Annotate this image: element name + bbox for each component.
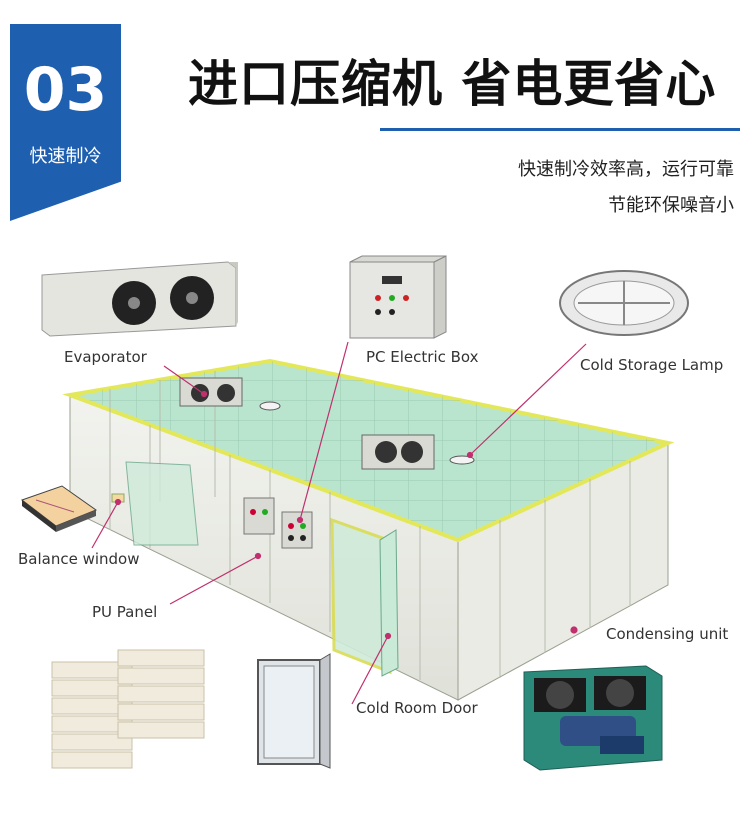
section-badge: 03 快速制冷 bbox=[10, 24, 121, 221]
headline: 进口压缩机 省电更省心 bbox=[188, 55, 717, 113]
headline-underline bbox=[380, 128, 740, 131]
door-picture bbox=[257, 653, 331, 769]
label-lamp: Cold Storage Lamp bbox=[580, 356, 723, 374]
label-balance-window: Balance window bbox=[18, 550, 140, 568]
lamp-picture bbox=[559, 270, 689, 336]
section-number: 03 bbox=[23, 55, 108, 125]
roof-evaporator-1 bbox=[179, 377, 243, 407]
leader-lines bbox=[91, 341, 587, 705]
section-subtitle: 快速制冷 bbox=[29, 146, 102, 167]
pu-panel-picture bbox=[51, 649, 205, 769]
description-line-2: 节能环保噪音小 bbox=[608, 195, 734, 216]
strip-door bbox=[125, 461, 199, 546]
condensing-unit-picture bbox=[523, 665, 663, 771]
wall-control-box-2 bbox=[281, 511, 313, 549]
evaporator-picture bbox=[41, 261, 238, 337]
description-line-1: 快速制冷效率高，运行可靠 bbox=[518, 159, 734, 180]
label-evaporator: Evaporator bbox=[64, 348, 148, 366]
balance-window-picture bbox=[20, 485, 98, 532]
label-pu-panel: PU Panel bbox=[92, 603, 157, 621]
label-condensing-unit: Condensing unit bbox=[606, 625, 728, 643]
label-electric-box: PC Electric Box bbox=[366, 348, 479, 366]
wall-control-box-1 bbox=[243, 497, 275, 535]
electric-box-picture bbox=[349, 255, 447, 339]
roof-evaporator-2 bbox=[361, 434, 435, 470]
label-door: Cold Room Door bbox=[356, 699, 478, 717]
open-door bbox=[379, 529, 399, 677]
cold-room bbox=[62, 358, 675, 701]
